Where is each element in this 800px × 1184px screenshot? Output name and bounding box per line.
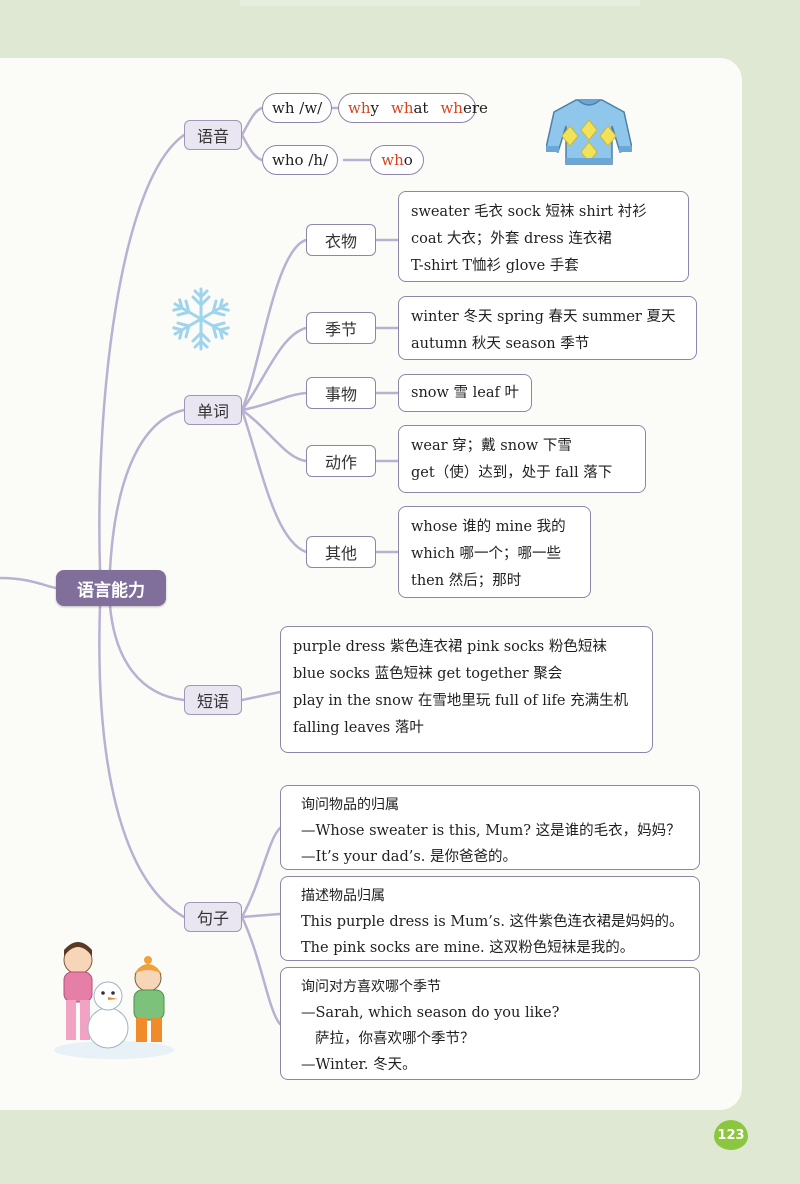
subcategory-clothes: 衣物	[306, 224, 376, 256]
category-words: 单词	[184, 395, 242, 425]
snowman-children-illustration	[54, 942, 174, 1059]
words-seasons-box: winter 冬天 spring 春天 summer 夏天 autumn 秋天 …	[398, 296, 697, 360]
words-clothes-box: sweater 毛衣 sock 短袜 shirt 衬衫 coat 大衣；外套 d…	[398, 191, 689, 282]
sentence-line: The pink socks are mine. 这双粉色短袜是我的。	[301, 940, 635, 956]
phonics-pattern-h: who /h/	[262, 145, 339, 175]
word-line: then 然后；那时	[411, 573, 522, 589]
sentence-box-2: 描述物品归属 This purple dress is Mum’s. 这件紫色连…	[280, 876, 700, 961]
snowflake-icon	[169, 287, 233, 351]
root-node: 语言能力	[56, 570, 166, 606]
sentence-box-3: 询问对方喜欢哪个季节 —Sarah, which season do you l…	[280, 967, 700, 1080]
word-line: T-shirt T恤衫 glove 手套	[411, 258, 579, 274]
word-line: winter 冬天 spring 春天 summer 夏天	[411, 309, 676, 325]
phrases-box: purple dress 紫色连衣裙 pink socks 粉色短袜 blue …	[280, 626, 653, 753]
phonics-word: where	[440, 99, 488, 117]
phonics-words-w: why what where	[338, 93, 488, 123]
phonics-word: what	[390, 99, 429, 117]
category-phrases: 短语	[184, 685, 242, 715]
sentence-line: 萨拉，你喜欢哪个季节？	[315, 1031, 475, 1047]
phonics-word: who	[381, 151, 413, 169]
phrase-line: purple dress 紫色连衣裙 pink socks 粉色短袜	[293, 639, 607, 655]
sentence-line: —Sarah, which season do you like?	[301, 1005, 560, 1021]
subcategory-actions: 动作	[306, 445, 376, 477]
sentence-line: This purple dress is Mum’s. 这件紫色连衣裙是妈妈的。	[301, 914, 684, 930]
phrase-line: play in the snow 在雪地里玩 full of life 充满生机	[293, 693, 629, 709]
word-line: sweater 毛衣 sock 短袜 shirt 衬衫	[411, 204, 647, 220]
category-phonics: 语音	[184, 120, 242, 150]
sentence-line: —Winter. 冬天。	[301, 1057, 417, 1073]
phonics-word: why	[348, 99, 379, 117]
phrase-line: falling leaves 落叶	[293, 720, 424, 736]
category-sentences: 句子	[184, 902, 242, 932]
sentence-heading: 描述物品归属	[301, 888, 385, 904]
phrase-line: blue socks 蓝色短袜 get together 聚会	[293, 666, 563, 682]
phonics-pattern-w: wh /w/	[262, 93, 333, 123]
sentence-line: —It’s your dad’s. 是你爸爸的。	[301, 849, 517, 865]
sweater-icon	[546, 99, 632, 165]
sentence-heading: 询问物品的归属	[301, 797, 399, 813]
subcategory-others: 其他	[306, 536, 376, 568]
word-line: whose 谁的 mine 我的	[411, 519, 566, 535]
word-line: which 哪一个；哪一些	[411, 546, 561, 562]
top-edge	[240, 0, 640, 6]
subcategory-things: 事物	[306, 377, 376, 409]
word-line: coat 大衣；外套 dress 连衣裙	[411, 231, 612, 247]
word-line: snow 雪 leaf 叶	[411, 385, 519, 401]
word-line: wear 穿；戴 snow 下雪	[411, 438, 572, 454]
words-others-box: whose 谁的 mine 我的 which 哪一个；哪一些 then 然后；那…	[398, 506, 591, 598]
sentence-box-1: 询问物品的归属 —Whose sweater is this, Mum? 这是谁…	[280, 785, 700, 870]
sentence-line: —Whose sweater is this, Mum? 这是谁的毛衣，妈妈？	[301, 823, 681, 839]
word-line: get（使）达到，处于 fall 落下	[411, 465, 613, 481]
page-number: 123	[714, 1120, 748, 1150]
phonics-words-h: who	[370, 145, 424, 175]
word-line: autumn 秋天 season 季节	[411, 336, 590, 352]
words-things-box: snow 雪 leaf 叶	[398, 374, 532, 412]
sentence-heading: 询问对方喜欢哪个季节	[301, 979, 441, 995]
subcategory-seasons: 季节	[306, 312, 376, 344]
words-actions-box: wear 穿；戴 snow 下雪 get（使）达到，处于 fall 落下	[398, 425, 646, 493]
